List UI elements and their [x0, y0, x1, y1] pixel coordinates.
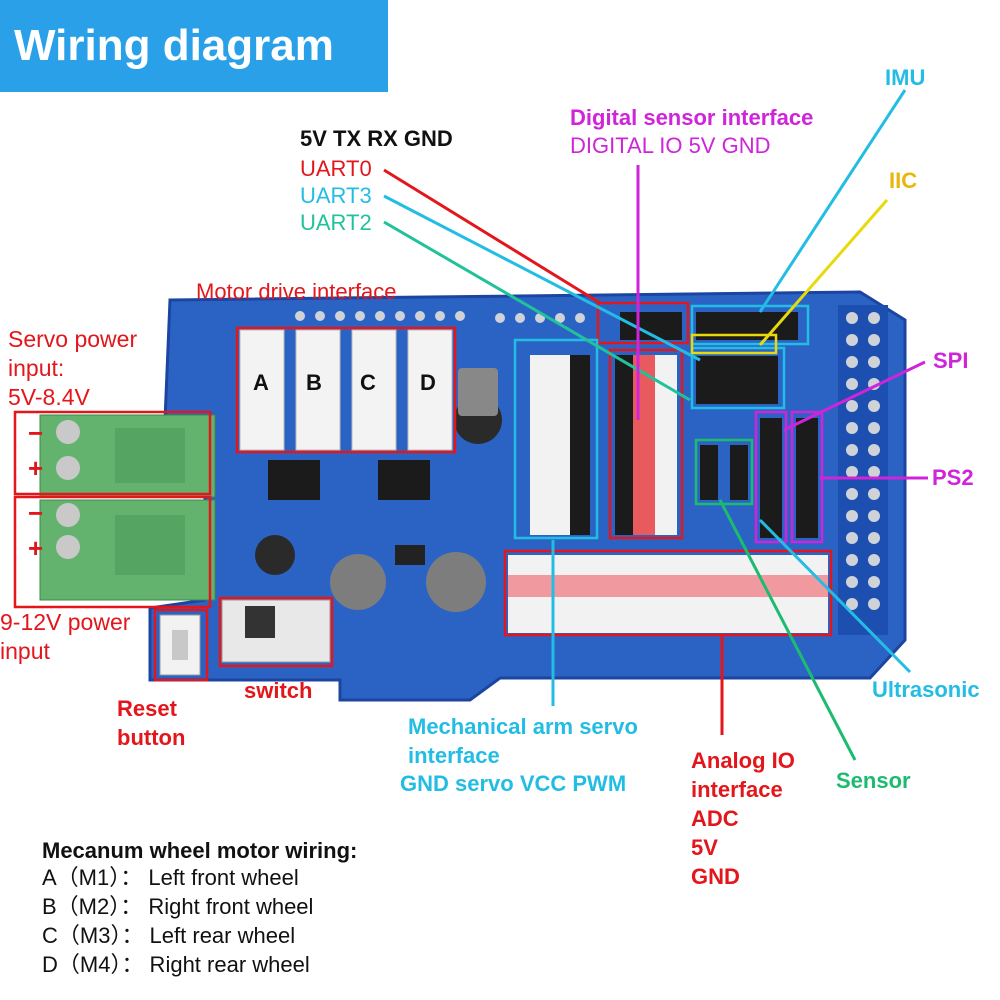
mecanum-row: D（M4）： Right rear wheel: [42, 952, 310, 977]
driver-ic-2: [378, 460, 430, 500]
iic-box: [690, 333, 778, 355]
reset-label-1: Reset: [117, 696, 177, 721]
uart-header-label: 5V TX RX GND: [300, 126, 453, 151]
sensor-line: [718, 499, 857, 761]
power-plus: +: [28, 533, 44, 563]
motor-c-label: C: [360, 370, 376, 395]
power-input-label-2: input: [0, 638, 50, 664]
spi-header: [760, 418, 782, 538]
slide-switch: [221, 599, 331, 663]
uart3-line: [383, 194, 701, 362]
capacitor-left: [330, 554, 386, 610]
servo-power-box: [13, 410, 212, 496]
servo-plus: +: [28, 453, 44, 483]
page-title: Wiring diagram: [14, 21, 334, 70]
switch-label: switch: [244, 678, 313, 703]
switch-box: [218, 596, 334, 668]
driver-ic-1: [268, 460, 320, 500]
ultrasonic-line: [758, 518, 912, 674]
motor-a-label: A: [253, 370, 269, 395]
spi-label: SPI: [933, 348, 969, 373]
servo-power-label-3: 5V-8.4V: [8, 384, 90, 410]
imu-line: [758, 89, 907, 313]
terminal-blocks: [39, 414, 216, 601]
power-input-label-1: 9-12V power: [0, 609, 131, 635]
top-pin-row: [295, 311, 585, 323]
arm-servo-label-2: interface: [408, 743, 500, 768]
analog-label-2: interface: [691, 777, 783, 802]
spi-box: [754, 410, 788, 544]
motor-b-label: B: [306, 370, 322, 395]
power-minus: −: [28, 498, 44, 528]
mecanum-row: A（M1）： Left front wheel: [42, 865, 299, 890]
uart0-line: [383, 168, 601, 305]
imu-label: IMU: [885, 65, 926, 90]
uart3-label: UART3: [300, 183, 372, 208]
motor-drive-box: [235, 326, 457, 454]
digital-header: [615, 355, 677, 535]
mecanum-row: B（M2）： Right front wheel: [42, 894, 314, 919]
arm-servo-label-3: GND servo VCC PWM: [400, 771, 627, 796]
arm-servo-label-1: Mechanical arm servo: [408, 714, 638, 739]
motor-d-label: D: [420, 370, 436, 395]
digital-box: [608, 348, 684, 540]
servo-power-label-2: input:: [8, 355, 65, 381]
imu-box: [690, 304, 810, 346]
iic-line: [758, 199, 889, 346]
mecanum-heading: Mecanum wheel motor wiring:: [42, 838, 358, 863]
digital-pins-label: DIGITAL IO 5V GND: [570, 133, 771, 158]
ultrasonic-label: Ultrasonic: [872, 677, 980, 702]
power-input-box: [13, 495, 212, 609]
spi-line: [783, 360, 926, 432]
iic-label: IIC: [889, 168, 918, 193]
motor-connectors: [239, 329, 453, 451]
sensor-box: [694, 438, 754, 506]
analog-label-1: Analog IO: [691, 748, 795, 773]
analog-header: [508, 555, 828, 633]
analog-label-4: 5V: [691, 835, 718, 860]
ps2-header: [796, 418, 818, 538]
imu-inner-box: [690, 346, 786, 410]
uart0-label: UART0: [300, 156, 372, 181]
analog-label-3: ADC: [691, 806, 739, 831]
ps2-label: PS2: [932, 465, 974, 490]
servo-header: [530, 355, 590, 535]
mecanum-row: C（M3）： Left rear wheel: [42, 923, 296, 948]
uart-box: [596, 301, 690, 345]
sensor-label: Sensor: [836, 768, 911, 793]
title-bar: [0, 0, 388, 92]
digital-sensor-label: Digital sensor interface: [570, 105, 814, 130]
servo-power-label-1: Servo power: [8, 326, 138, 352]
right-pin-header: [838, 305, 888, 635]
reset-label-2: button: [117, 725, 186, 750]
arm-servo-box: [513, 338, 599, 540]
capacitor-right: [426, 552, 486, 612]
analog-label-5: GND: [691, 864, 740, 889]
reset-box: [153, 608, 209, 682]
motor-drive-label: Motor drive interface: [196, 279, 397, 304]
servo-minus: −: [28, 418, 44, 448]
uart2-label: UART2: [300, 210, 372, 235]
